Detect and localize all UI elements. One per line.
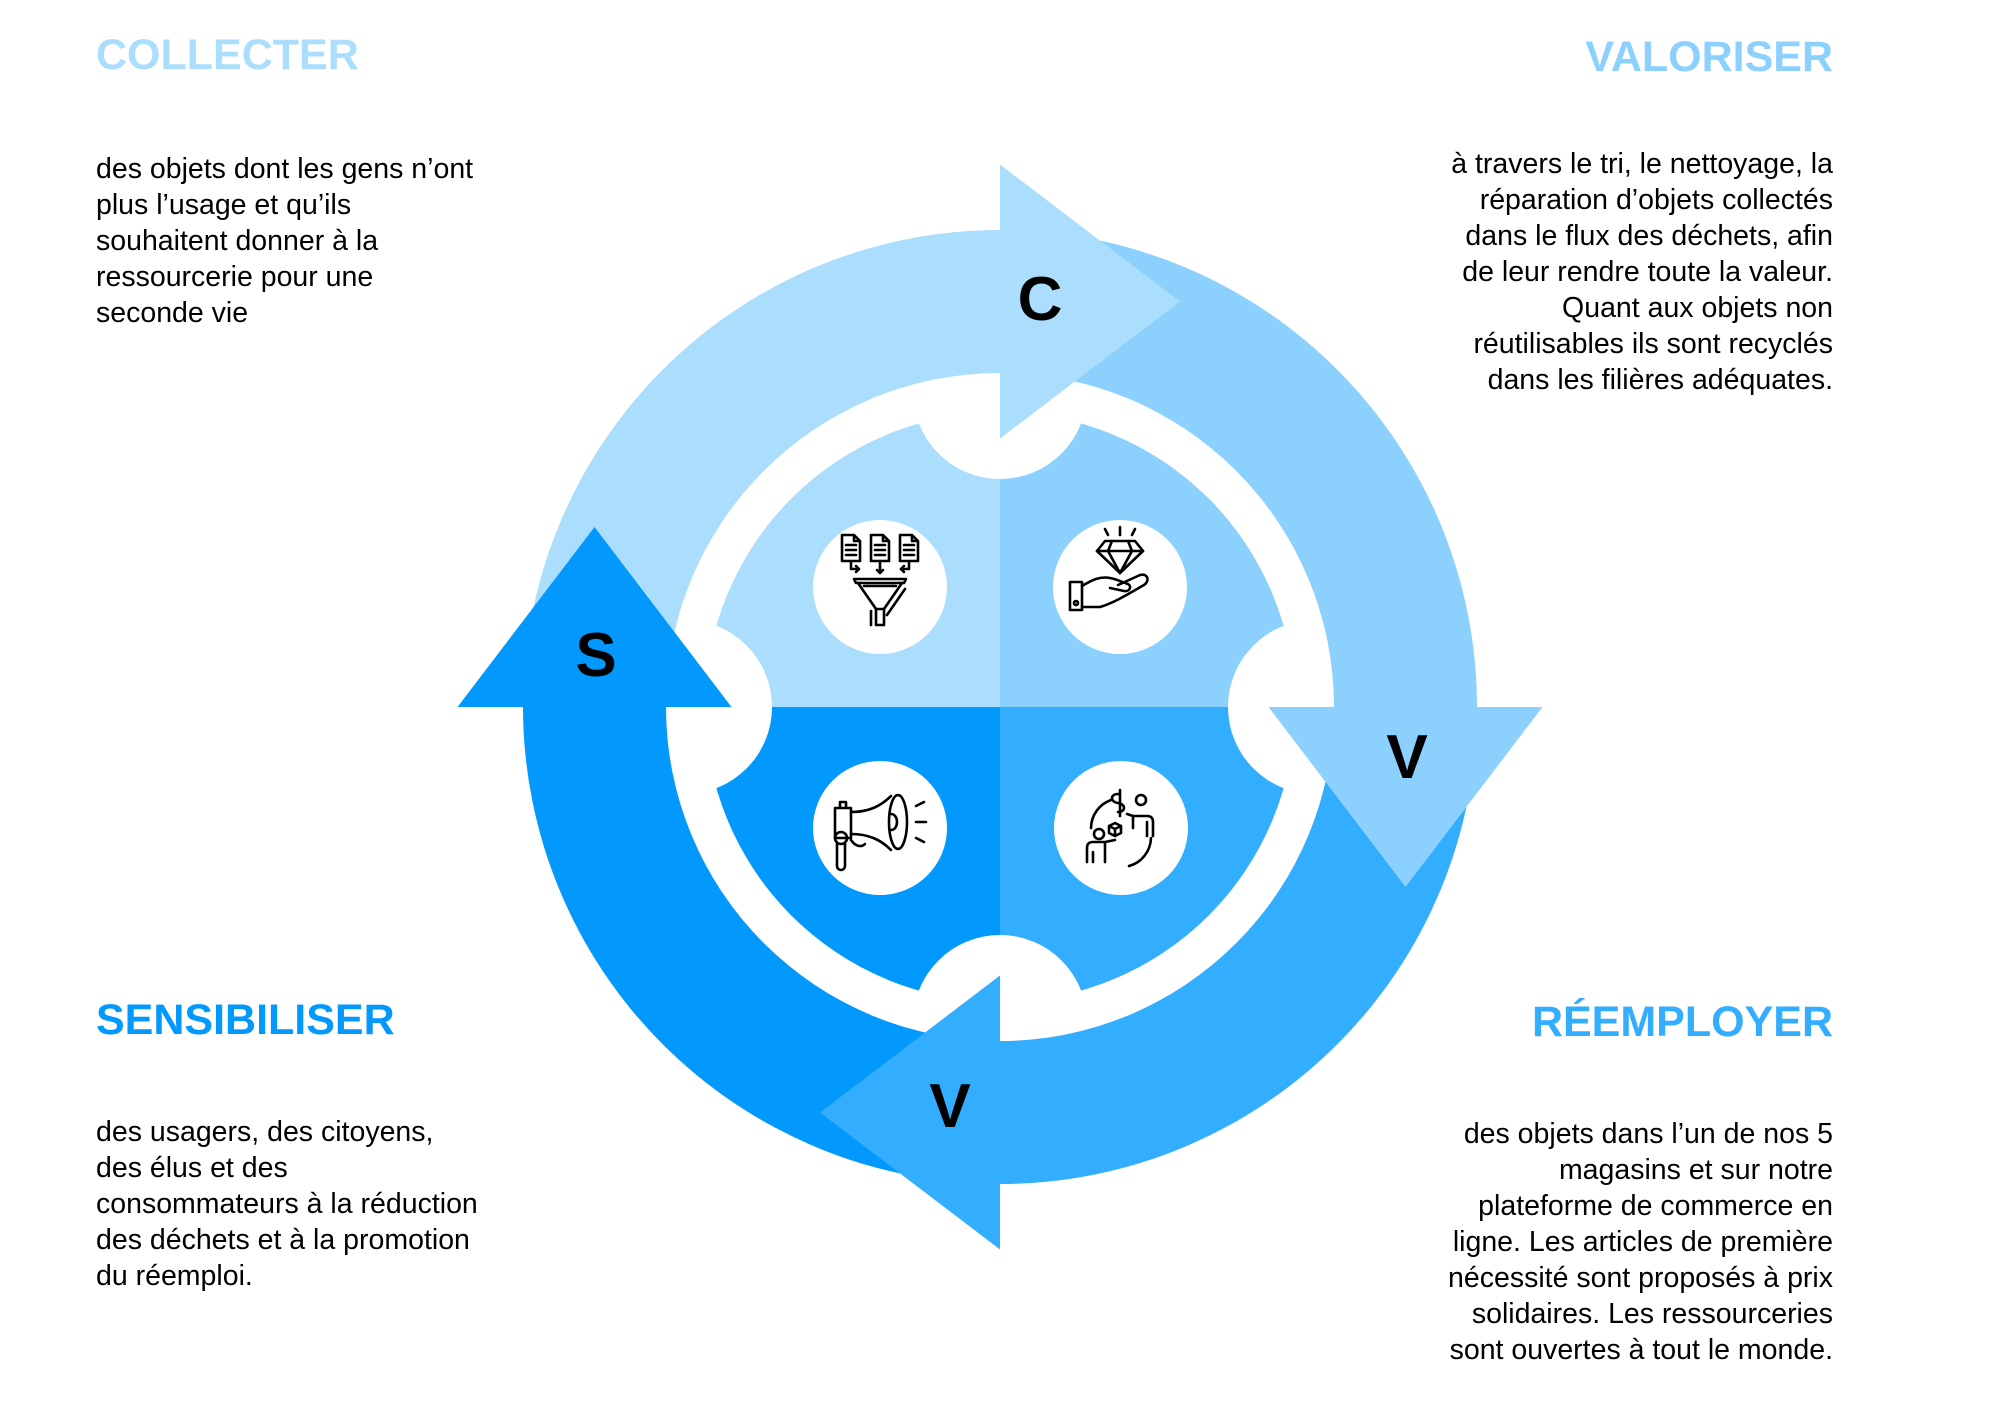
description-reemployer: des objets dans l’un de nos 5 magasins e… [1448, 1116, 1833, 1368]
heading-collecter: COLLECTER [96, 31, 359, 79]
arrowhead-collecter [1000, 164, 1180, 439]
arc-sensibiliser [523, 707, 1000, 1184]
description-line: des élus et des [96, 1152, 288, 1184]
arc-valoriser [1000, 230, 1477, 707]
arrowhead-reemployer [820, 975, 1000, 1250]
description-line: plus l’usage et qu’ils [96, 189, 352, 221]
description-line: à travers le tri, le nettoyage, la [1451, 148, 1833, 180]
megaphone-icon [833, 793, 928, 872]
arc-reemployer [1000, 707, 1477, 1184]
description-line: de leur rendre toute la valeur. [1462, 256, 1833, 288]
description-line: des déchets et à la promotion [96, 1224, 470, 1256]
heading-reemployer: RÉEMPLOYER [1531, 998, 1833, 1046]
description-line: seconde vie [96, 297, 249, 329]
letter-valoriser: V [1386, 723, 1427, 792]
description-line: des objets dont les gens n’ont [96, 153, 474, 185]
description-line: ligne. Les articles de première [1452, 1226, 1833, 1258]
exchange-money-goods-icon [1085, 788, 1155, 868]
description-line: des objets dans l’un de nos 5 [1463, 1118, 1833, 1150]
letter-collecter: C [1018, 265, 1063, 334]
letter-sensibiliser: S [575, 621, 616, 690]
description-line: nécessité sont proposés à prix [1448, 1262, 1833, 1294]
description-line: Quant aux objets non [1562, 292, 1833, 324]
diamond-in-hand-icon [1068, 525, 1149, 612]
outer-ring [523, 230, 1477, 1184]
letter-reemployer: V [929, 1072, 970, 1141]
arrowhead-valoriser [1268, 707, 1543, 887]
description-line: souhaitent donner à la [96, 225, 379, 257]
icon-badge-collecter [813, 520, 947, 654]
description-line: solidaires. Les ressourceries [1471, 1298, 1833, 1330]
description-line: consommateurs à la réduction [96, 1188, 478, 1220]
description-line: dans les filières adéquates. [1487, 364, 1833, 396]
heading-valoriser: VALORISER [1585, 33, 1833, 81]
description-line: réparation d’objets collectés [1479, 184, 1833, 216]
description-sensibiliser: des usagers, des citoyens, des élus et d… [96, 1114, 478, 1294]
heading-sensibiliser: SENSIBILISER [96, 996, 395, 1044]
arc-collecter [523, 230, 1000, 707]
icon-badge-reemployer [1054, 761, 1188, 895]
description-valoriser: à travers le tri, le nettoyage, la répar… [1451, 146, 1833, 398]
description-line: des usagers, des citoyens, [96, 1116, 434, 1148]
description-line: magasins et sur notre [1558, 1154, 1833, 1186]
description-line: du réemploi. [96, 1260, 253, 1292]
icon-badge-valoriser [1053, 520, 1187, 654]
icon-badge-sensibiliser [813, 761, 947, 895]
description-line: dans le flux des déchets, afin [1465, 220, 1833, 252]
description-line: plateforme de commerce en [1478, 1190, 1833, 1222]
description-collecter: des objets dont les gens n’ont plus l’us… [96, 151, 473, 331]
description-line: réutilisables ils sont recyclés [1473, 328, 1833, 360]
arrowhead-sensibiliser [457, 527, 732, 707]
description-line: sont ouvertes à tout le monde. [1449, 1334, 1833, 1366]
funnel-documents-icon [840, 533, 920, 627]
description-line: ressourcerie pour une [96, 261, 374, 293]
arrowheads [457, 164, 1543, 1250]
